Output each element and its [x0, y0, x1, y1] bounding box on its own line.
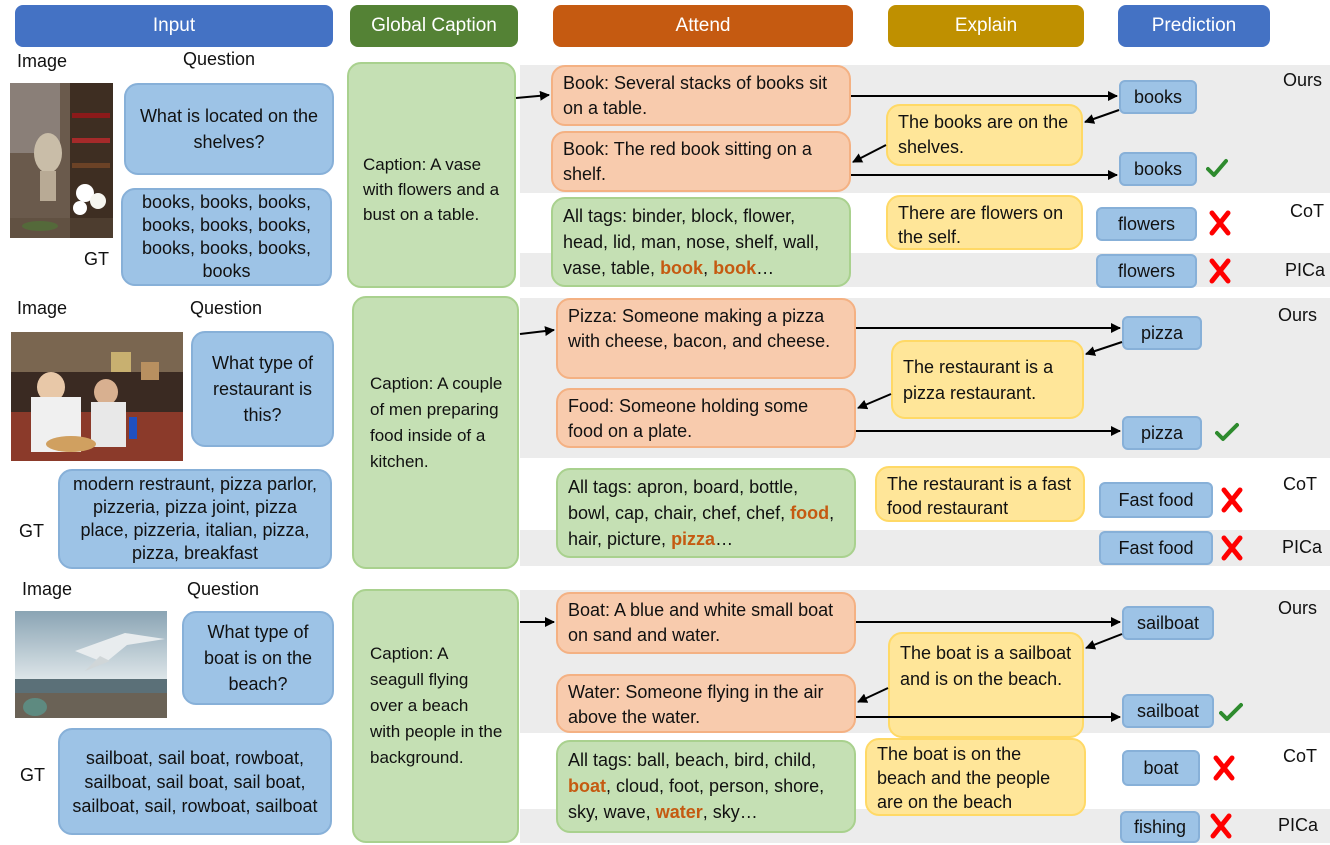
row2-tags-text: All tags: apron, board, bottle, bowl, ca…: [568, 477, 799, 523]
row2-attend-2: Food: Someone holding some food on a pla…: [556, 388, 856, 448]
row2-attend-1: Pizza: Someone making a pizza with chees…: [556, 298, 856, 379]
row3-gt-box: sailboat, sail boat, rowboat, sailboat, …: [58, 728, 332, 835]
row2-method-ours: Ours: [1278, 305, 1318, 325]
header-input: Input: [15, 5, 333, 47]
row1-pred-ours-1: books: [1119, 80, 1197, 114]
row2-check-icon: [1215, 423, 1239, 441]
row1-method-pica: PICa: [1285, 260, 1326, 280]
row2-pred-cot: Fast food: [1099, 482, 1213, 518]
row2-tags-box: All tags: apron, board, bottle, bowl, ca…: [556, 468, 856, 558]
row2-arrow-caption-attend: [519, 326, 555, 337]
header-prediction: Prediction: [1118, 5, 1270, 47]
row3-method-cot: CoT: [1283, 746, 1318, 766]
row2-method-cot: CoT: [1283, 474, 1318, 494]
row1-question-label: Question: [183, 49, 256, 69]
row2-cot-cross-icon: [1221, 487, 1243, 513]
row3-pred-pica: fishing: [1120, 811, 1200, 843]
row2-question-label: Question: [190, 298, 263, 318]
row2-pred-pica: Fast food: [1099, 531, 1213, 565]
row3-cot-cross-icon: [1213, 755, 1235, 781]
row1-check-icon: [1206, 159, 1228, 177]
row3-pred-cot: boat: [1122, 750, 1200, 786]
row1-method-cot: CoT: [1290, 201, 1325, 221]
row3-pica-cross-icon: [1210, 813, 1232, 839]
row3-pred-ours-1: sailboat: [1122, 606, 1214, 640]
row3-attend-2: Water: Someone flying in the air above t…: [556, 674, 856, 733]
row1-tags-end: …: [756, 258, 775, 278]
row3-tags-mid: , cloud, foot, person, shore, sky, wave,: [568, 776, 825, 822]
row3-arrow-explain-attend2: [857, 687, 889, 703]
row1-pica-cross-icon: [1209, 258, 1231, 284]
row2-explain-cot: The restaurant is a fast food restaurant: [875, 466, 1085, 522]
row3-caption-box: Caption: A seagull flying over a beach w…: [352, 589, 519, 843]
row1-gt-label: GT: [84, 249, 109, 269]
row2-explain-ours: The restaurant is a pizza restaurant.: [891, 340, 1084, 419]
row3-question-box: What type of boat is on the beach?: [182, 611, 334, 705]
row2-tags-end: …: [715, 529, 734, 549]
row1-image: [10, 83, 113, 238]
row1-tags-highlight-1: book: [660, 258, 704, 278]
row2-method-pica: PICa: [1282, 537, 1323, 557]
row1-attend-1: Book: Several stacks of books sit on a t…: [551, 65, 851, 126]
row3-method-pica: PICa: [1278, 815, 1319, 835]
row1-tags-sep: ,: [703, 258, 714, 278]
row3-explain-ours: The boat is a sailboat and is on the bea…: [888, 632, 1084, 738]
row2-pica-cross-icon: [1221, 535, 1243, 561]
row2-caption-box: Caption: A couple of men preparing food …: [352, 296, 519, 569]
row1-question-box: What is located on the shelves?: [124, 83, 334, 175]
row1-arrow-pred-explain: [1084, 109, 1120, 124]
row2-arrow-explain-attend2: [857, 393, 892, 410]
row2-image: [11, 332, 183, 461]
header-explain: Explain: [888, 5, 1084, 47]
row3-method-ours: Ours: [1278, 598, 1318, 618]
row3-tags-text: All tags: ball, beach, bird, child,: [568, 750, 817, 770]
row1-attend-2: Book: The red book sitting on a shelf.: [551, 131, 851, 192]
row1-pred-cot: flowers: [1096, 207, 1197, 241]
row3-tags-end: , sky…: [702, 802, 758, 822]
row2-arrow-pred-explain: [1085, 341, 1123, 356]
row3-explain-cot: The boat is on the beach and the people …: [865, 738, 1086, 816]
row3-tags-highlight-2: water: [655, 802, 703, 822]
row2-tags-highlight-2: pizza: [671, 529, 716, 549]
row2-pred-ours-1: pizza: [1122, 316, 1202, 350]
row1-tags-box: All tags: binder, block, flower, head, l…: [551, 197, 851, 287]
row1-tags-highlight-2: book: [713, 258, 757, 278]
row1-cot-cross-icon: [1209, 210, 1231, 236]
row2-image-label: Image: [17, 298, 68, 318]
row1-image-label: Image: [17, 51, 68, 71]
row3-check-icon: [1219, 703, 1243, 721]
row2-tags-mid: , hair, picture,: [568, 503, 835, 549]
row1-method-ours: Ours: [1283, 70, 1323, 90]
row3-attend-1: Boat: A blue and white small boat on san…: [556, 592, 856, 654]
row3-image-label: Image: [22, 579, 73, 599]
row3-gt-label: GT: [20, 765, 45, 785]
row1-pred-ours-2: books: [1119, 152, 1197, 186]
row3-tags-box: All tags: ball, beach, bird, child, boat…: [556, 740, 856, 833]
row2-pred-ours-2: pizza: [1122, 416, 1202, 450]
row1-gt-box: books, books, books, books, books, books…: [121, 188, 332, 286]
row1-explain-ours: The books are on the shelves.: [886, 104, 1083, 166]
row3-pred-ours-2: sailboat: [1122, 694, 1214, 728]
header-global-caption: Global Caption: [350, 5, 518, 47]
row3-image: [15, 611, 167, 718]
row2-question-box: What type of restaurant is this?: [191, 331, 334, 447]
row2-tags-highlight-1: food: [790, 503, 830, 523]
row3-arrow-pred-explain: [1085, 633, 1123, 650]
row2-gt-box: modern restraunt, pizza parlor, pizzeria…: [58, 469, 332, 569]
row1-arrow-caption-attend: [515, 90, 550, 101]
row1-caption-box: Caption: A vase with flowers and a bust …: [347, 62, 516, 288]
row1-explain-cot: There are flowers on the self.: [886, 195, 1083, 250]
row3-tags-highlight-1: boat: [568, 776, 606, 796]
row1-arrow-explain-attend2: [852, 144, 887, 163]
row2-gt-label: GT: [19, 521, 44, 541]
header-attend: Attend: [553, 5, 853, 47]
row1-pred-pica: flowers: [1096, 254, 1197, 288]
row1-tags-text: All tags: binder, block, flower, head, l…: [563, 206, 820, 278]
row3-question-label: Question: [187, 579, 260, 599]
